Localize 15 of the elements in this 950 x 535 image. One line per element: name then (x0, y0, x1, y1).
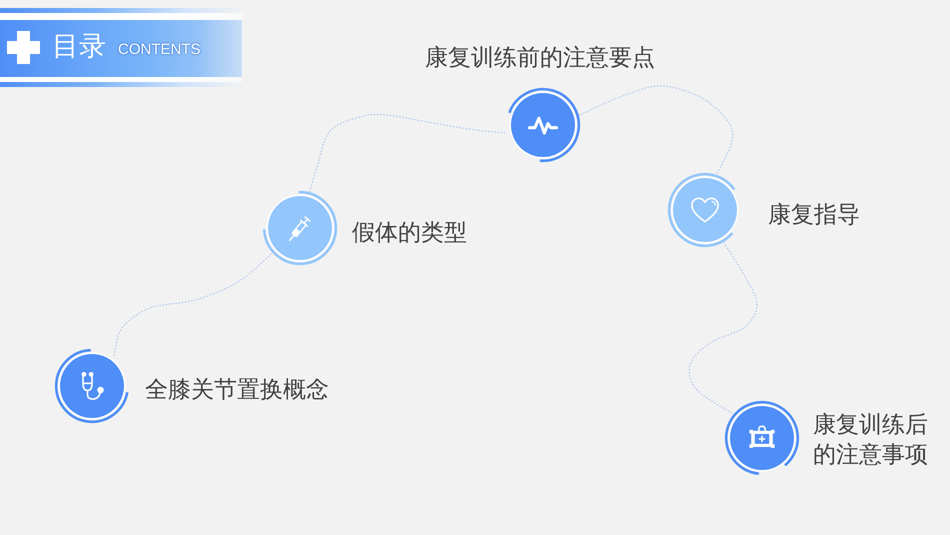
dotted-connector (114, 252, 273, 356)
subtitle: CONTENTS (118, 41, 200, 59)
icon-circle (724, 400, 800, 476)
topic-title: 康复指导 (768, 201, 860, 230)
title: 目录 (52, 30, 106, 64)
icon-circle (54, 348, 130, 424)
topic-title: 康复训练前的注意要点 (425, 44, 655, 73)
icon-circle (262, 190, 338, 266)
dotted-connector (688, 242, 758, 414)
topic-title: 康复训练后的注意事项 (813, 411, 929, 470)
topic-title: 假体的类型 (352, 219, 467, 248)
dotted-connector (578, 86, 734, 175)
dotted-connector (309, 114, 507, 192)
icon-circle (505, 87, 581, 163)
topic-title: 全膝关节置换概念 (145, 376, 329, 405)
